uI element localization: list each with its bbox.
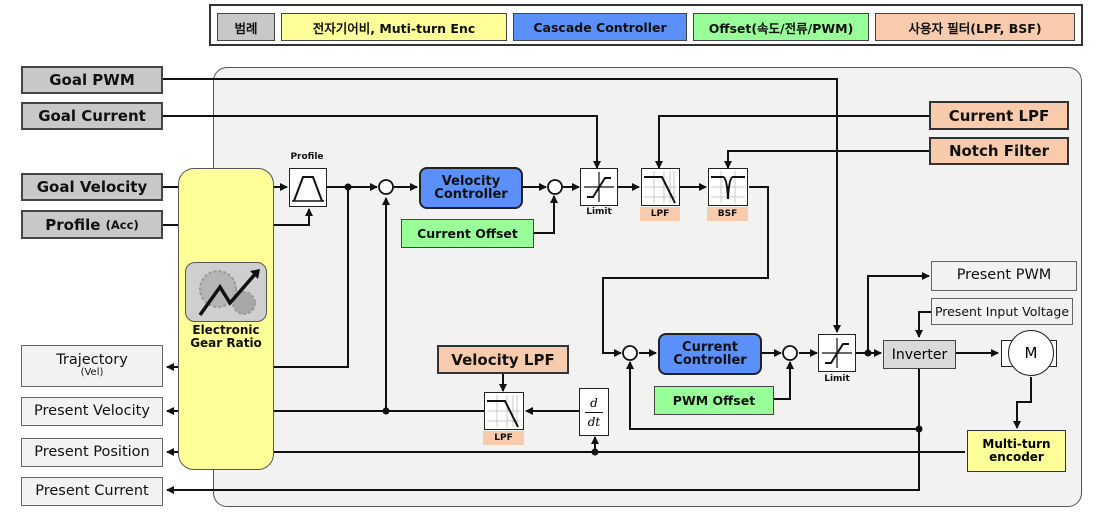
current-controller: Current Controller (658, 333, 762, 375)
notch-filter-param[interactable]: Notch Filter (929, 137, 1069, 165)
current-lpf-param[interactable]: Current LPF (929, 101, 1069, 130)
current-lpf-tag: LPF (640, 207, 680, 221)
profile-block (289, 168, 327, 207)
gear-ratio-label: Electronic Gear Ratio (190, 323, 262, 351)
trajectory-vel-label: (Vel) (80, 367, 104, 379)
legend-item-gear-encoder: 전자기어비, Muti-turn Enc (281, 13, 507, 41)
notch-filter-tag: BSF (707, 207, 748, 221)
present-position-output[interactable]: Present Position (21, 438, 163, 467)
present-pwm-output[interactable]: Present PWM (931, 261, 1077, 291)
sum-junction-current (622, 345, 638, 361)
saturation-icon (584, 172, 614, 202)
gear-ratio-icon (185, 262, 267, 322)
pwm-limit-label: Limit (824, 374, 850, 384)
current-limit-label: Limit (586, 207, 612, 217)
present-velocity-output[interactable]: Present Velocity (21, 397, 163, 426)
derivative-numerator: d (590, 395, 598, 410)
sum-junction-velocity (378, 179, 394, 195)
inverter-block: Inverter (883, 340, 956, 369)
pwm-offset-block[interactable]: PWM Offset (654, 386, 774, 415)
current-offset-block[interactable]: Current Offset (401, 219, 534, 248)
profile-acc-label: (Acc) (105, 217, 139, 232)
legend-item-user-filter: 사용자 필터(LPF, BSF) (875, 13, 1075, 41)
present-current-output[interactable]: Present Current (21, 477, 163, 506)
velocity-lpf-param[interactable]: Velocity LPF (437, 345, 569, 374)
sum-junction-current-offset (547, 179, 563, 195)
derivative-block: d dt (579, 388, 609, 436)
current-limit-block (580, 168, 618, 206)
legend-title: 범례 (217, 13, 275, 41)
goal-velocity-input[interactable]: Goal Velocity (21, 173, 163, 201)
velocity-lpf-tag: LPF (483, 431, 524, 445)
lowpass-filter-icon (487, 395, 521, 428)
trapezoid-profile-icon (292, 176, 324, 202)
legend-item-offset: Offset(속도/전류/PWM) (693, 13, 869, 41)
trajectory-output[interactable]: Trajectory (Vel) (21, 345, 163, 387)
saturation-icon (822, 338, 852, 368)
motor: M (1008, 330, 1054, 376)
trajectory-label: Trajectory (56, 352, 128, 369)
current-lpf-block (641, 168, 680, 206)
goal-pwm-input[interactable]: Goal PWM (21, 66, 163, 94)
legend-item-cascade-controller: Cascade Controller (513, 13, 687, 41)
derivative-denominator: dt (587, 414, 601, 429)
velocity-lpf-block (484, 392, 524, 430)
velocity-controller: Velocity Controller (419, 167, 523, 209)
fraction-bar (585, 411, 603, 413)
pwm-limit-block (818, 334, 856, 372)
goal-current-input[interactable]: Goal Current (21, 102, 163, 130)
sum-junction-pwm-offset (782, 345, 798, 361)
profile-label: Profile (45, 215, 101, 234)
present-input-voltage-output[interactable]: Present Input Voltage (931, 298, 1073, 325)
profile-acc-input[interactable]: Profile (Acc) (21, 210, 163, 239)
multi-turn-encoder: Multi-turn encoder (967, 430, 1066, 472)
lowpass-filter-icon (644, 171, 677, 204)
notch-filter-block (708, 168, 748, 206)
bandstop-filter-icon (711, 171, 745, 203)
profile-block-label: Profile (290, 152, 324, 162)
legend: 범례 전자기어비, Muti-turn Enc Cascade Controll… (209, 4, 1083, 46)
